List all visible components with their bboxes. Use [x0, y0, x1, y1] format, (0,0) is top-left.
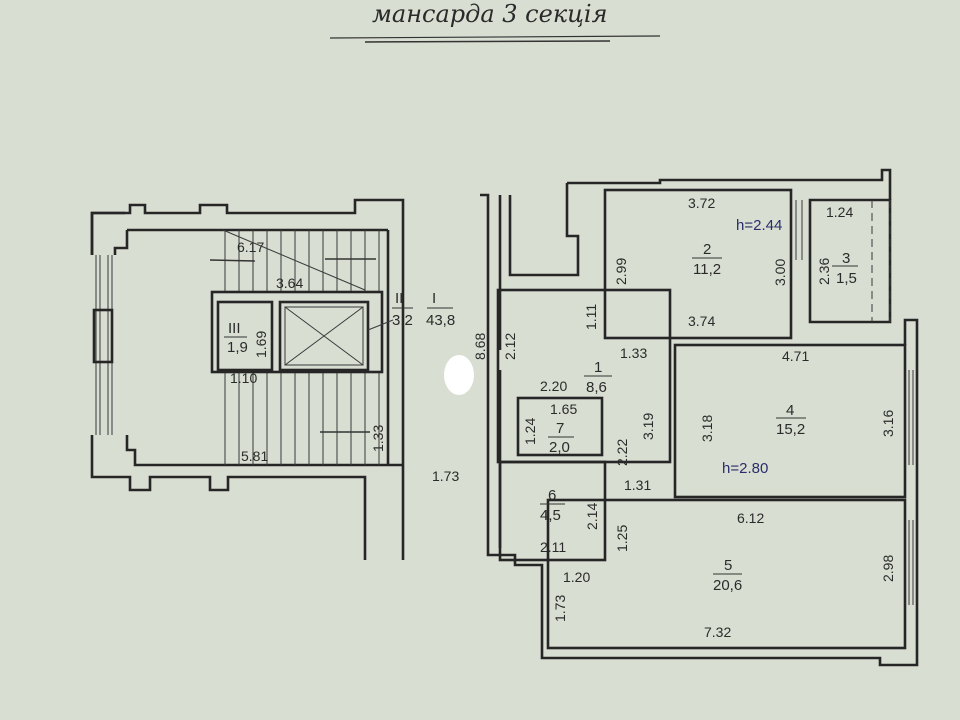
room-II-area: 3,2 — [392, 312, 413, 329]
dim-label: 1.33 — [370, 425, 386, 452]
dim-label: 2.22 — [614, 439, 630, 466]
dim-label: 1.73 — [432, 468, 459, 484]
doorway — [795, 200, 803, 260]
elevator-shaft — [278, 300, 370, 372]
dim-label: 3.18 — [699, 415, 715, 442]
room-II-number: II — [395, 290, 403, 307]
window — [95, 255, 113, 435]
dim-label: 1.25 — [614, 525, 630, 552]
dim-label: 1.31 — [624, 477, 651, 493]
dim-label: 6.12 — [737, 510, 764, 526]
room-6-area: 4,5 — [540, 507, 561, 524]
room-1-number: 1 — [594, 359, 602, 376]
light-glare — [444, 355, 474, 395]
dim-label: 7.32 — [704, 624, 731, 640]
dim-label: 2.11 — [540, 539, 566, 555]
dim-label: 1.10 — [230, 370, 257, 386]
dim-label: 2.98 — [880, 555, 896, 582]
room-I-area: 43,8 — [426, 312, 455, 329]
dim-label: 2.14 — [584, 503, 600, 530]
stairwell-inner-wall — [113, 228, 388, 255]
dim-label: 2.20 — [540, 378, 567, 394]
room-2-number: 2 — [703, 241, 711, 258]
dim-label: 2.12 — [502, 333, 518, 360]
stair-handrail — [222, 229, 366, 291]
shaft-wall — [508, 183, 580, 277]
dim-label: 8.68 — [472, 333, 488, 360]
room-3-area: 1,5 — [836, 270, 857, 287]
room-2-area: 11,2 — [693, 261, 721, 278]
dim-label: 1.33 — [620, 345, 647, 361]
stairwell-outer-wall — [90, 198, 405, 255]
stairwell-wall — [386, 230, 405, 465]
dim-label: 1.69 — [253, 331, 269, 358]
room-7-area: 2,0 — [549, 439, 570, 456]
window-pier — [92, 308, 114, 364]
title-underline — [364, 40, 611, 43]
ceiling-height: h=2.80 — [722, 460, 768, 477]
room-4 — [673, 343, 907, 499]
dim-label: 1.24 — [826, 204, 853, 220]
room-4-number: 4 — [786, 402, 794, 419]
core-wall — [210, 290, 384, 374]
dim-label: 1.24 — [522, 418, 538, 445]
room-5 — [546, 498, 907, 650]
dim-label: 1.20 — [563, 569, 590, 585]
dim-label: 2.36 — [816, 258, 832, 285]
dim-label: 3.64 — [276, 275, 303, 291]
apartment-outer-wall — [498, 168, 892, 548]
dim-label: 3.16 — [880, 410, 896, 437]
dim-label: 4.71 — [782, 348, 809, 364]
dim-label: 3.19 — [640, 413, 656, 440]
room-5-number: 5 — [724, 557, 732, 574]
room-1-area: 8,6 — [586, 379, 607, 396]
dim-label: 1.11 — [583, 304, 599, 330]
stairwell-lower-wall — [90, 435, 405, 560]
room-7 — [516, 396, 604, 457]
room-I-number: I — [432, 290, 436, 307]
title-underline — [329, 35, 661, 39]
room-6 — [498, 460, 607, 562]
dim-label: 6.17 — [237, 239, 264, 255]
dim-label: 3.74 — [688, 313, 715, 329]
room-III-number: III — [228, 320, 241, 337]
room-III — [216, 300, 274, 372]
direction-arrow — [209, 259, 256, 262]
room-2 — [603, 188, 793, 340]
stairwell: I 43,8 II 3,2 III 1,9 6.17 3.64 1.69 1.1… — [90, 198, 459, 560]
dim-label: 1.73 — [552, 595, 568, 622]
apartment-outer-wall — [480, 193, 919, 667]
ceiling-height: h=2.44 — [736, 217, 782, 234]
apartment: 1 8,6 2 11,2 3 1,5 4 15,2 5 20,6 6 4,5 7… — [472, 168, 919, 667]
room-3-number: 3 — [842, 250, 850, 267]
plan-title: мансарда 3 секція — [372, 0, 607, 28]
dim-label: 1.65 — [550, 401, 577, 417]
room-III-area: 1,9 — [227, 339, 248, 356]
room-7-number: 7 — [556, 420, 564, 437]
room-4-area: 15,2 — [776, 421, 805, 438]
dim-label: 5.81 — [241, 448, 268, 464]
stair-treads — [224, 230, 380, 465]
dim-label: 3.00 — [772, 259, 788, 286]
window — [908, 370, 914, 605]
room-5-area: 20,6 — [713, 577, 742, 594]
dim-label: 3.72 — [688, 195, 715, 211]
dim-label: 2.99 — [613, 258, 629, 285]
room-6-number: 6 — [548, 487, 556, 504]
